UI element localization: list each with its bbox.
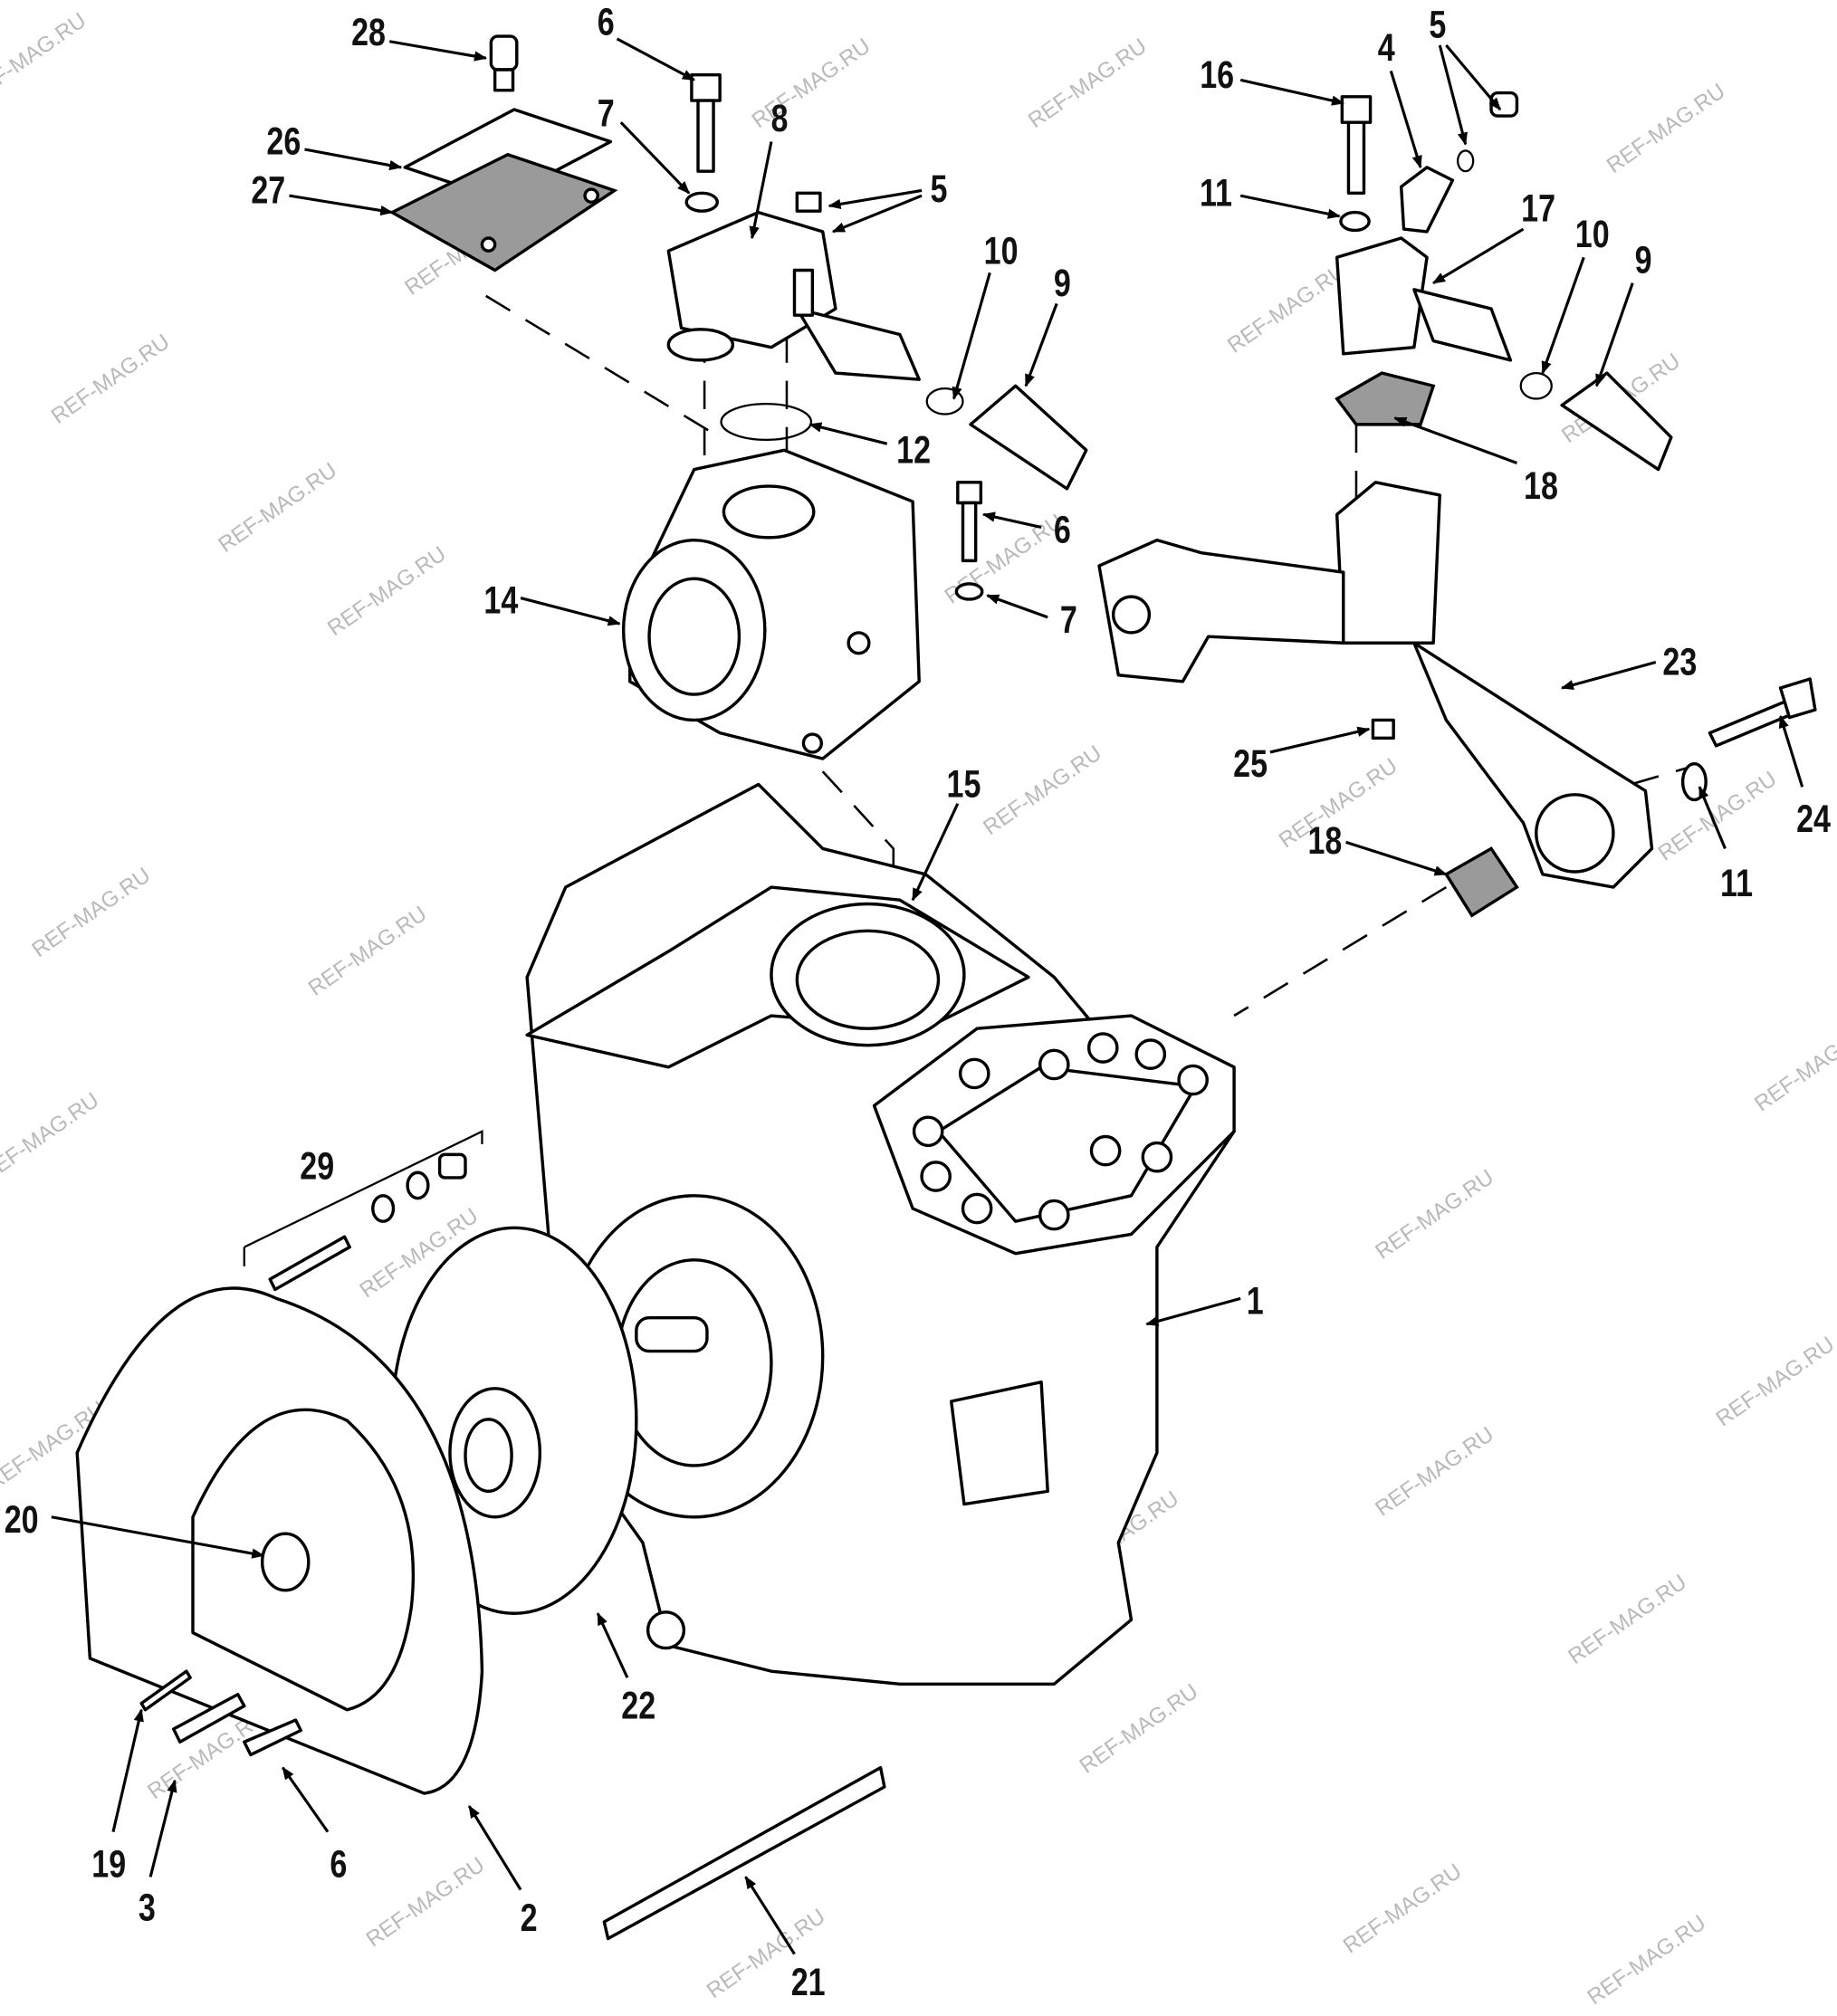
callout-18: 18 (1524, 465, 1558, 508)
watermark: REF-MAG.RU (323, 541, 451, 641)
bolt (171, 1693, 246, 1744)
compressor-crankcase (525, 782, 1236, 1686)
callout-11: 11 (1720, 862, 1753, 904)
discharge-manifold (1097, 481, 1654, 889)
cap (795, 191, 822, 213)
callout-6: 6 (598, 1, 615, 43)
callout-10: 10 (984, 230, 1019, 272)
callout-9: 9 (1635, 239, 1652, 282)
cylinder-head-bolts (912, 1032, 1209, 1231)
watermark: REF-MAG.RU (1024, 33, 1152, 133)
watermark: REF-MAG.RU (979, 740, 1106, 840)
watermark: REF-MAG.RU (47, 330, 175, 429)
watermark: REF-MAG.RU (304, 902, 432, 1001)
parts (75, 34, 1817, 1941)
gasket (1335, 371, 1436, 426)
watermark: REF-MAG.RU (748, 33, 875, 133)
callouts: 28 26 27 6 7 8 5 10 9 12 6 7 14 15 16 4 … (5, 1, 1832, 2004)
watermark: REF-MAG.RU (0, 1088, 103, 1188)
discharge-service-valve (1335, 236, 1513, 362)
strainer-housing (621, 448, 921, 760)
callout-6: 6 (330, 1843, 347, 1886)
watermark: REF-MAG.RU (1603, 79, 1730, 178)
alignment-tool (602, 1765, 886, 1941)
callout-18: 18 (1307, 820, 1342, 863)
washer (684, 191, 719, 213)
watermark: REF-MAG.RU (1654, 767, 1782, 866)
callout-12: 12 (896, 429, 931, 472)
bolt (1708, 699, 1795, 748)
callout-28: 28 (351, 11, 386, 53)
callout-6: 6 (1054, 509, 1071, 551)
suction-service-valve (666, 210, 921, 381)
callout-3: 3 (139, 1887, 156, 1929)
watermark: REF-MAG.RU (1371, 1422, 1498, 1522)
key (139, 1669, 192, 1712)
callout-9: 9 (1054, 262, 1071, 304)
elbow-fitting (1399, 166, 1455, 234)
callout-8: 8 (770, 98, 788, 140)
callout-5: 5 (1429, 4, 1446, 46)
callout-10: 10 (1575, 213, 1610, 255)
watermark: REF-MAG.RU (214, 458, 341, 558)
callout-14: 14 (483, 579, 518, 622)
watermark: REF-MAG.RU (1583, 1910, 1711, 2010)
callout-26: 26 (266, 120, 301, 163)
cover-gasket (388, 152, 618, 272)
watermark: REF-MAG.RU (362, 1853, 490, 1953)
callout-22: 22 (621, 1685, 655, 1727)
watermark: REF-MAG.RU (1223, 259, 1351, 358)
callout-29: 29 (300, 1145, 334, 1188)
callout-21: 21 (791, 1961, 826, 2003)
callout-7: 7 (1060, 598, 1077, 641)
flare-nut (1560, 371, 1673, 472)
stud (268, 1235, 351, 1292)
watermark: REF-MAG.RU (1712, 1333, 1837, 1432)
bolt (690, 72, 722, 173)
callout-11: 11 (1200, 172, 1232, 215)
callout-2: 2 (521, 1897, 538, 1939)
callout-15: 15 (947, 763, 981, 806)
flare-nut (969, 384, 1088, 491)
leader-arrows (51, 37, 1804, 1955)
gasket (1443, 846, 1519, 918)
callout-17: 17 (1521, 187, 1555, 230)
watermark: REF-MAG.RU (1564, 1570, 1691, 1669)
callout-20: 20 (5, 1498, 39, 1541)
bolt (1340, 95, 1373, 124)
watermark: REF-MAG.RU (1339, 1859, 1467, 1959)
service-valve-cap (489, 34, 519, 92)
callout-7: 7 (598, 92, 615, 135)
bolt (956, 481, 983, 505)
callout-27: 27 (251, 169, 285, 212)
o-ring (720, 403, 813, 442)
callout-19: 19 (91, 1843, 126, 1886)
watermark: REF-MAG.RU (1750, 1018, 1837, 1117)
callout-4: 4 (1378, 27, 1395, 70)
callout-23: 23 (1662, 641, 1697, 683)
callout-24: 24 (1796, 798, 1831, 840)
watermark: REF-MAG.RU (0, 8, 91, 108)
bolt (243, 1718, 302, 1757)
watermark: REF-MAG.RU (28, 863, 156, 962)
callout-5: 5 (931, 168, 948, 211)
watermark: REF-MAG.RU (1371, 1165, 1498, 1265)
callout-1: 1 (1247, 1280, 1264, 1323)
plug (1371, 718, 1395, 740)
callout-25: 25 (1233, 742, 1268, 785)
watermark: REF-MAG.RU (1076, 1679, 1203, 1779)
end-cover (75, 1286, 484, 1795)
callout-16: 16 (1200, 53, 1234, 96)
